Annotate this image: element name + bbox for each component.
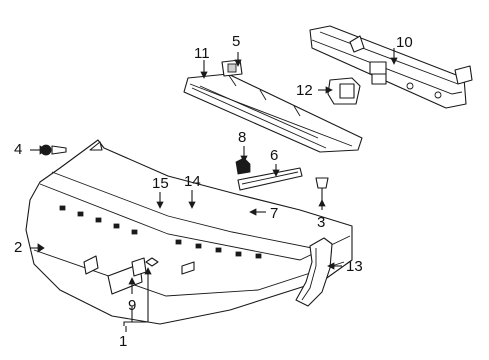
callout-1: 1 bbox=[119, 333, 127, 350]
callout-11: 11 bbox=[194, 45, 210, 62]
callout-7: 7 bbox=[270, 205, 278, 222]
bumper-slots bbox=[59, 205, 262, 259]
part-11-step-pad bbox=[183, 73, 363, 153]
arrowheads bbox=[37, 57, 398, 285]
callout-13: 13 bbox=[346, 258, 363, 275]
callout-15: 15 bbox=[152, 175, 169, 192]
part-3-push-pin bbox=[315, 177, 329, 202]
callout-6: 6 bbox=[270, 147, 278, 164]
callout-12: 12 bbox=[296, 82, 313, 99]
callout-2: 2 bbox=[14, 239, 22, 256]
callout-9: 9 bbox=[128, 297, 136, 314]
part-12-bracket bbox=[327, 77, 361, 105]
callout-10: 10 bbox=[396, 34, 413, 51]
callouts: 1 2 3 4 5 6 7 8 9 10 11 12 13 14 15 bbox=[14, 33, 413, 350]
callout-14: 14 bbox=[184, 173, 201, 190]
part-13-end-trim bbox=[295, 237, 333, 307]
part-10-bumper-reinforcement bbox=[309, 25, 473, 109]
callout-4: 4 bbox=[14, 141, 22, 158]
part-6-strip bbox=[237, 167, 303, 191]
callout-3: 3 bbox=[317, 214, 325, 231]
part-4-retainer bbox=[40, 144, 67, 156]
callout-5: 5 bbox=[232, 33, 240, 50]
callout-8: 8 bbox=[238, 129, 246, 146]
